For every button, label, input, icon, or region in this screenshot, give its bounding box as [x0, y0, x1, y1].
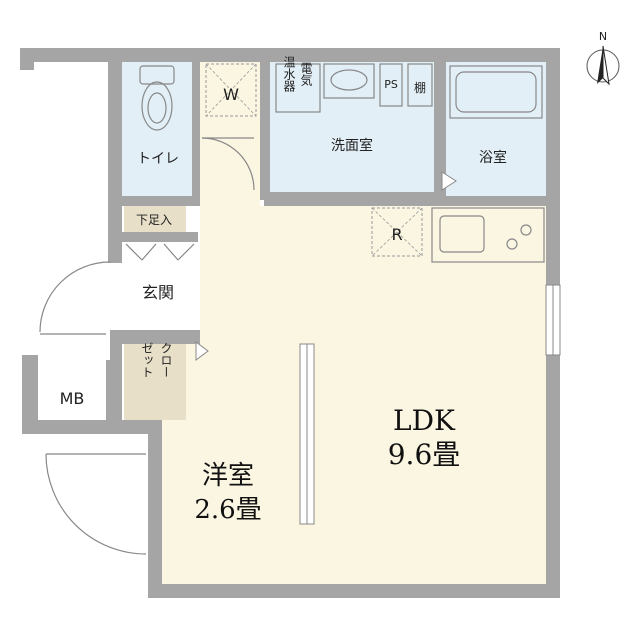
ps-label: PS	[384, 78, 398, 91]
kitchen-counter	[431, 207, 545, 263]
water-heater-label-col2: 温水器	[282, 56, 296, 93]
north-compass-label: N	[599, 30, 607, 43]
bath-label: 浴室	[479, 149, 507, 166]
shoe-box-doors	[125, 243, 195, 261]
water-heater-unit	[275, 63, 321, 113]
ldk-size: 9.6畳	[388, 438, 461, 471]
entrance-floor	[122, 242, 198, 330]
room-fills	[38, 62, 546, 584]
doors	[39, 137, 457, 555]
closet-label-col1: クロー	[159, 342, 173, 378]
north-compass: N	[586, 30, 620, 86]
windows	[106, 284, 561, 525]
bathtub	[449, 65, 543, 119]
washroom-floor	[270, 62, 434, 192]
hall-floor	[200, 62, 260, 206]
meter-box-label: MB	[60, 389, 85, 408]
toilet-fixture	[139, 65, 175, 131]
ps-unit	[379, 63, 403, 107]
closet-label-col2: ゼット	[140, 342, 154, 378]
bath-floor	[446, 62, 546, 196]
entrance-label: 玄関	[142, 283, 174, 302]
shoe-box-label: 下足入	[136, 213, 172, 227]
toilet-label: トイレ	[137, 151, 179, 167]
shoe-box-floor	[124, 206, 186, 232]
water-heater-label-col1: 電気	[299, 62, 313, 87]
mb-floor	[38, 360, 106, 420]
washer-space-label: W	[223, 85, 239, 104]
western-room-size: 2.6畳	[194, 495, 261, 525]
washroom-label: 洗面室	[331, 137, 373, 154]
ldk-name: LDK	[393, 404, 456, 437]
fridge-space-label: R	[391, 225, 402, 244]
washer-space	[205, 63, 257, 117]
shelf-label: 棚	[414, 80, 426, 95]
closet-floor	[124, 344, 186, 420]
shelf-unit	[407, 63, 433, 107]
fridge-space	[371, 207, 423, 257]
vanity-sink	[323, 63, 375, 99]
western-room-name: 洋室	[202, 461, 254, 491]
